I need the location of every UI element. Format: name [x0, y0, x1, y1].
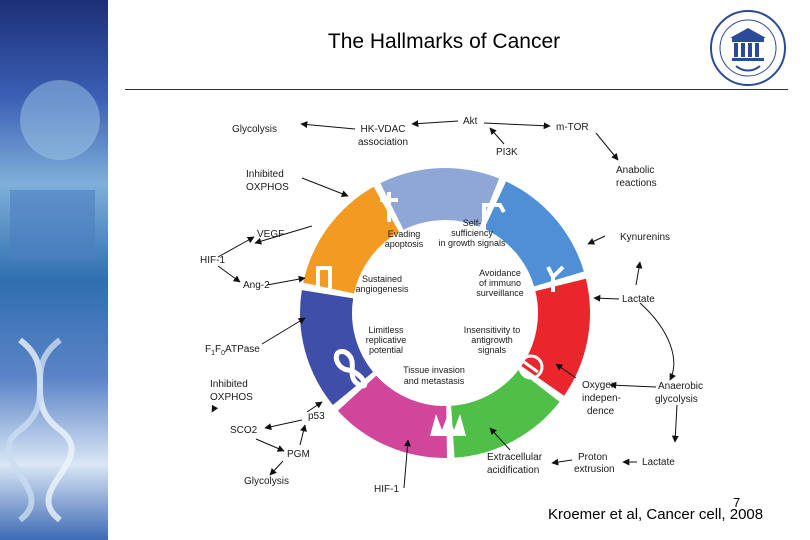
label-p53: p53: [308, 411, 325, 422]
decorative-side-banner: [0, 0, 108, 540]
page-number: 7: [733, 495, 741, 510]
y-antibody-icon: [546, 265, 565, 292]
label-pgm: PGM: [287, 449, 310, 460]
label-hif1-left: HIF-1: [200, 255, 225, 266]
tube-icon: [316, 266, 332, 292]
label-kynurenins: Kynurenins: [620, 232, 670, 243]
no-entry-icon: [518, 354, 544, 380]
dagger-icon: [380, 192, 398, 222]
label-hif1-bottom: HIF-1: [374, 484, 399, 495]
label-ang2: Ang-2: [243, 280, 270, 291]
label-f1f0-atpase: F1F0ATPase: [205, 344, 260, 357]
label-pi3k: PI3K: [496, 147, 518, 158]
segment-antigrowth: [451, 369, 560, 458]
label-sco2: SCO2: [230, 425, 258, 436]
label-mtor: m-TOR: [556, 122, 589, 133]
pathway-arrows: [211, 120, 679, 489]
label-akt: Akt: [463, 116, 478, 127]
label-vegf: VEGF: [257, 229, 284, 240]
citation: Kroemer et al, Cancer cell, 2008: [548, 506, 764, 523]
label-lactate-right: Lactate: [622, 294, 655, 305]
switch-icon: [482, 203, 506, 230]
infinity-icon: [333, 349, 368, 389]
hallmark-ring: [300, 167, 590, 458]
segment-evading-apoptosis: [380, 167, 500, 230]
segment-tissue-invasion: [337, 375, 447, 458]
slide-title: The Hallmarks of Cancer: [327, 30, 561, 53]
crown-icon: [430, 414, 466, 436]
title-rule: [125, 89, 788, 90]
segment-immuno-surveillance: [521, 278, 590, 396]
label-lactate-bottom: Lactate: [642, 457, 675, 468]
segment-self-sufficiency: [484, 181, 584, 287]
label-glycolysis-top: Glycolysis: [232, 124, 277, 135]
label-glycolysis-bottom: Glycolysis: [244, 476, 289, 487]
dna-helix-icon: [5, 80, 100, 523]
university-seal-icon: [710, 10, 786, 86]
